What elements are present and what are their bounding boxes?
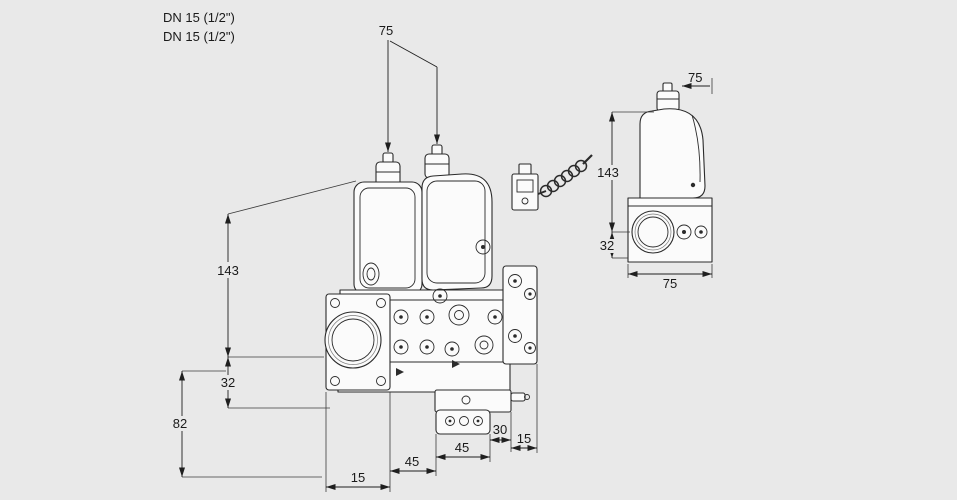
side-solenoid-body xyxy=(639,108,706,199)
dim-label-bottom-45-left: 45 xyxy=(405,454,419,469)
outlet-flange xyxy=(502,265,538,365)
test-nipple xyxy=(510,392,526,402)
port-size-labels: DN 15 (1/2") DN 15 (1/2") xyxy=(163,10,235,44)
dim-label-bottom-30: 30 xyxy=(493,422,507,437)
solenoid-actuator-right xyxy=(421,173,493,291)
side-view xyxy=(627,82,713,263)
port-size-label-1: DN 15 (1/2") xyxy=(163,10,235,25)
dim-label-front-143: 143 xyxy=(217,263,239,278)
dim-label-bottom-15-left: 15 xyxy=(351,470,365,485)
solenoid-actuator-left xyxy=(353,181,423,295)
dim-label-bottom-45-right: 45 xyxy=(455,440,469,455)
solenoid-cap-right xyxy=(424,144,450,179)
side-solenoid-cap xyxy=(656,82,680,112)
dimensions-front: 75 143 32 82 15 45 45 xyxy=(166,22,538,492)
dim-label-side-143: 143 xyxy=(597,165,619,180)
dim-label-side-32: 32 xyxy=(600,238,614,253)
flow-direction-arrows xyxy=(396,360,460,376)
port-size-label-2: DN 15 (1/2") xyxy=(163,29,235,44)
inlet-flange xyxy=(324,293,391,391)
pressure-switch xyxy=(511,163,539,211)
cable-coil xyxy=(537,154,593,198)
dim-label-front-32: 32 xyxy=(221,375,235,390)
dim-label-side-75-bottom: 75 xyxy=(663,276,677,291)
side-valve-body xyxy=(627,197,713,263)
solenoid-cap-left xyxy=(375,152,401,187)
lower-actuator-block xyxy=(434,389,530,435)
body-test-ports xyxy=(393,304,503,357)
dimensions-side: 75 143 32 75 xyxy=(593,70,713,291)
front-view xyxy=(324,144,593,435)
dim-label-front-82: 82 xyxy=(173,416,187,431)
dim-label-bottom-15-right: 15 xyxy=(517,431,531,446)
dim-label-front-75: 75 xyxy=(379,23,393,38)
threaded-port-bore xyxy=(324,311,382,369)
dim-label-side-75-top: 75 xyxy=(688,70,702,85)
